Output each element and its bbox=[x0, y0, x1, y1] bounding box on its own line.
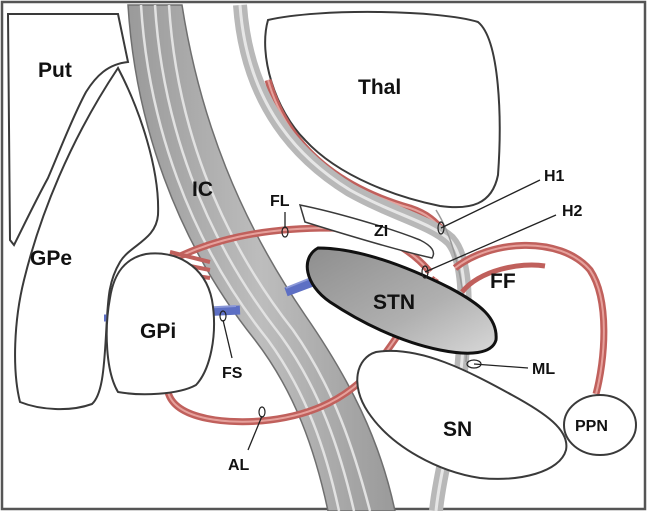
label-put: Put bbox=[38, 59, 72, 82]
label-sn: SN bbox=[443, 418, 472, 441]
ppn-shape bbox=[563, 394, 637, 456]
gpe-shape bbox=[14, 66, 160, 411]
leader-lines bbox=[222, 179, 557, 451]
label-ff: FF bbox=[490, 270, 516, 293]
label-h2: H2 bbox=[562, 203, 583, 220]
sn-shape bbox=[356, 349, 568, 480]
label-zi: ZI bbox=[374, 223, 388, 240]
label-fl: FL bbox=[270, 193, 290, 210]
label-stn: STN bbox=[373, 291, 415, 314]
label-gpi: GPi bbox=[140, 320, 176, 343]
label-h1: H1 bbox=[544, 168, 565, 185]
label-al: AL bbox=[228, 457, 250, 474]
label-ml: ML bbox=[532, 361, 555, 378]
label-ic: IC bbox=[192, 178, 213, 201]
label-thal: Thal bbox=[358, 76, 401, 99]
h2-ring bbox=[421, 265, 429, 279]
label-ppn: PPN bbox=[575, 418, 608, 435]
gpi-shape bbox=[105, 252, 215, 396]
zona-incerta-shape bbox=[298, 204, 435, 259]
stn-shape bbox=[305, 246, 498, 355]
label-fs: FS bbox=[222, 365, 243, 382]
thalamus-shape bbox=[264, 10, 501, 209]
h1-ring bbox=[437, 221, 445, 235]
putamen-shape bbox=[6, 13, 130, 247]
label-gpe: GPe bbox=[30, 247, 72, 270]
